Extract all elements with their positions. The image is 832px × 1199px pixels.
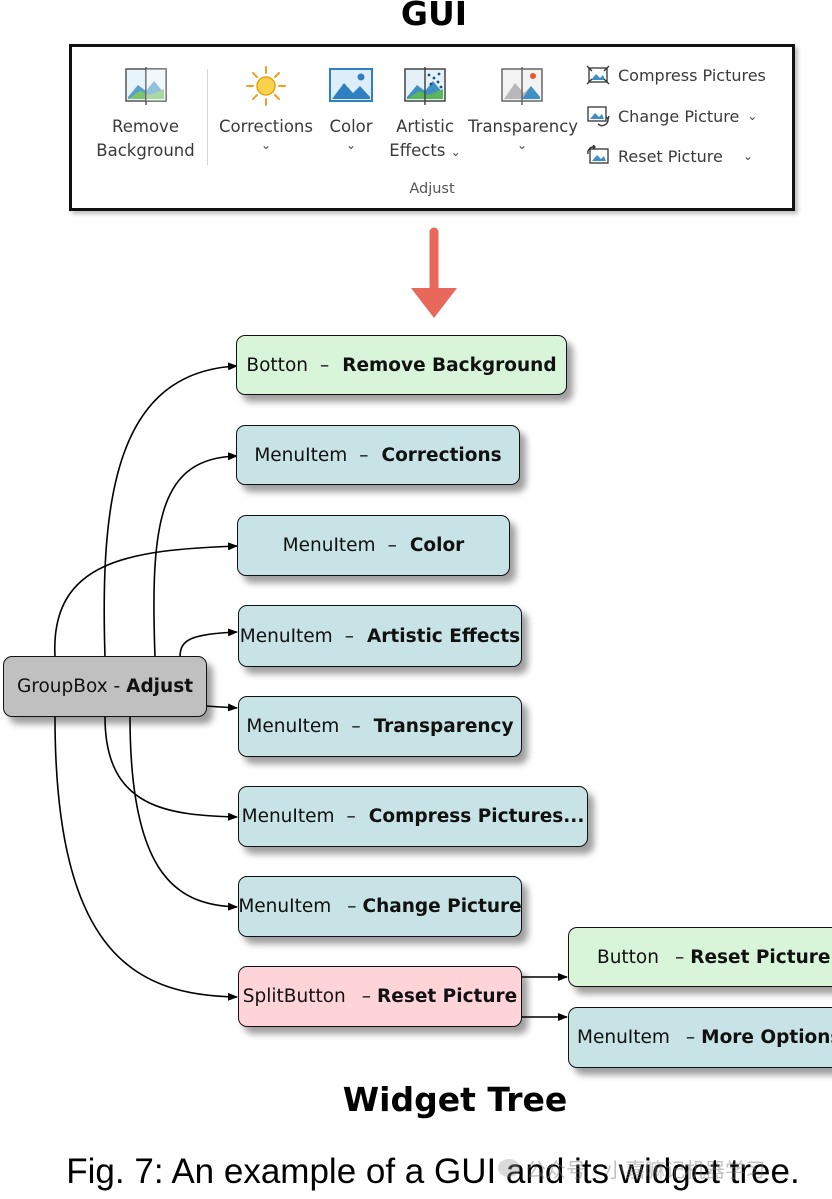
- group-label-adjust: Adjust: [409, 181, 455, 197]
- node-transparency: MenuItem–Transparency: [238, 696, 522, 757]
- change-picture-chevron-down-icon[interactable]: ⌄: [747, 109, 758, 123]
- remove-background-button[interactable]: Remove Background: [88, 67, 203, 163]
- corrections-button[interactable]: Corrections ⌄: [218, 65, 314, 151]
- node-name: Compress Pictures...: [368, 806, 585, 827]
- node-separator: –: [319, 354, 330, 376]
- change-picture-icon: [587, 106, 610, 127]
- node-artistic-effects: MenuItem–Artistic Effects: [238, 605, 522, 667]
- color-chevron-down-icon[interactable]: ⌄: [345, 138, 357, 152]
- reset-picture-button[interactable]: Reset Picture ⌄: [586, 145, 753, 167]
- node-separator: –: [359, 444, 369, 466]
- artistic-effects-chevron-down-icon[interactable]: ⌄: [450, 145, 461, 159]
- ribbon-adjust-group: Remove Background Corrections ⌄ Color ⌄: [69, 44, 795, 211]
- remove-background-icon: [124, 67, 167, 105]
- transparency-icon: [501, 67, 543, 105]
- node-name: More Options: [701, 1027, 832, 1048]
- node-type: Button: [597, 946, 659, 968]
- transparency-button[interactable]: Transparency ⌄: [468, 67, 579, 152]
- node-name: Adjust: [126, 676, 194, 697]
- node-name: Color: [409, 535, 465, 556]
- transparency-label: Transparency: [468, 117, 579, 136]
- watermark: 公众号 · 小嘉嘛记机器学习: [498, 1151, 818, 1185]
- color-label: Color: [329, 117, 373, 136]
- node-separator: –: [347, 896, 357, 917]
- edge-remove-background: [103, 362, 238, 658]
- edge-reset-picture: [54, 716, 238, 1001]
- node-compress-pictures: MenuItem–Compress Pictures...: [238, 786, 588, 847]
- artistic-effects-label-1: Artistic: [396, 117, 454, 136]
- node-name: Remove Background: [342, 354, 557, 376]
- color-button[interactable]: Color ⌄: [324, 67, 378, 151]
- reset-picture-label: Reset Picture: [618, 146, 723, 166]
- node-remove-background: Botton–Remove Background: [236, 335, 567, 395]
- change-picture-button[interactable]: Change Picture ⌄: [586, 105, 757, 127]
- node-type: MenuItem: [238, 896, 332, 917]
- watermark-text: 公众号 · 小嘉嘛记机器学习: [526, 1157, 766, 1182]
- node-groupbox-adjust: GroupBox - Adjust: [3, 656, 207, 717]
- remove-background-label-1: Remove: [112, 117, 179, 136]
- compress-pictures-icon: [586, 65, 610, 85]
- node-type: MenuItem: [254, 444, 348, 466]
- corrections-chevron-down-icon[interactable]: ⌄: [260, 138, 272, 152]
- figure-caption: Fig. 7: An example of a GUI and its widg…: [66, 1152, 800, 1191]
- corrections-label: Corrections: [219, 117, 313, 136]
- node-menuitem-more-options: MenuItem–More Options: [568, 1007, 832, 1068]
- artistic-effects-label-2: Effects ⌄: [382, 139, 468, 163]
- node-corrections: MenuItem–Corrections: [236, 425, 520, 485]
- wechat-icon: [498, 1159, 520, 1177]
- node-type: MenuItem: [241, 806, 335, 827]
- node-type: Botton: [246, 354, 308, 376]
- down-arrow-icon: [411, 227, 457, 318]
- remove-background-label-2: Background: [96, 141, 195, 160]
- color-image-icon: [329, 68, 373, 102]
- reset-picture-chevron-down-icon[interactable]: ⌄: [742, 149, 753, 163]
- node-type: MenuItem: [239, 625, 333, 647]
- node-type: MenuItem: [282, 535, 376, 556]
- compress-pictures-button[interactable]: Compress Pictures: [586, 65, 766, 85]
- node-name: Change Picture: [362, 896, 522, 917]
- node-button-reset-picture: Button–Reset Picture: [568, 927, 832, 987]
- node-name: Transparency: [373, 716, 514, 737]
- sun-icon: [246, 66, 286, 106]
- node-type: MenuItem: [246, 716, 340, 737]
- node-separator: –: [674, 946, 685, 968]
- edge-corrections: [153, 452, 238, 658]
- node-name: Reset Picture: [690, 946, 831, 968]
- node-split-button-reset-picture: SplitButton–Reset Picture: [238, 966, 522, 1027]
- node-separator: –: [344, 625, 354, 647]
- artistic-effects-label-2-text: Effects: [389, 141, 446, 160]
- node-color: MenuItem–Color: [237, 515, 510, 576]
- node-type: SplitButton: [242, 986, 346, 1007]
- node-name: Artistic Effects: [366, 625, 521, 647]
- edge-compress-pictures: [104, 716, 238, 821]
- node-separator: –: [346, 806, 356, 827]
- widget-tree-heading: Widget Tree: [342, 1080, 568, 1119]
- node-separator: –: [351, 716, 361, 737]
- compress-pictures-label: Compress Pictures: [618, 65, 766, 85]
- edge-artistic-effects: [179, 628, 238, 658]
- node-type: MenuItem: [577, 1027, 670, 1048]
- edge-transparency: [204, 703, 238, 712]
- node-type: GroupBox: [16, 676, 108, 697]
- node-name: Reset Picture: [377, 986, 518, 1007]
- reset-picture-icon: [587, 145, 609, 164]
- artistic-effects-button[interactable]: Artistic Effects ⌄: [382, 67, 468, 163]
- node-separator: –: [361, 986, 372, 1007]
- edge-color: [54, 542, 238, 658]
- node-separator: –: [387, 535, 397, 556]
- change-picture-label: Change Picture: [618, 106, 740, 126]
- node-separator: -: [113, 676, 121, 697]
- node-separator: –: [685, 1027, 696, 1048]
- ribbon-separator: [207, 69, 208, 165]
- edge-change-picture: [129, 716, 238, 911]
- node-change-picture: MenuItem–Change Picture: [238, 876, 522, 937]
- gui-heading: GUI: [400, 0, 468, 33]
- node-name: Corrections: [381, 444, 502, 466]
- artistic-effects-icon: [404, 67, 446, 105]
- transparency-chevron-down-icon[interactable]: ⌄: [516, 138, 528, 152]
